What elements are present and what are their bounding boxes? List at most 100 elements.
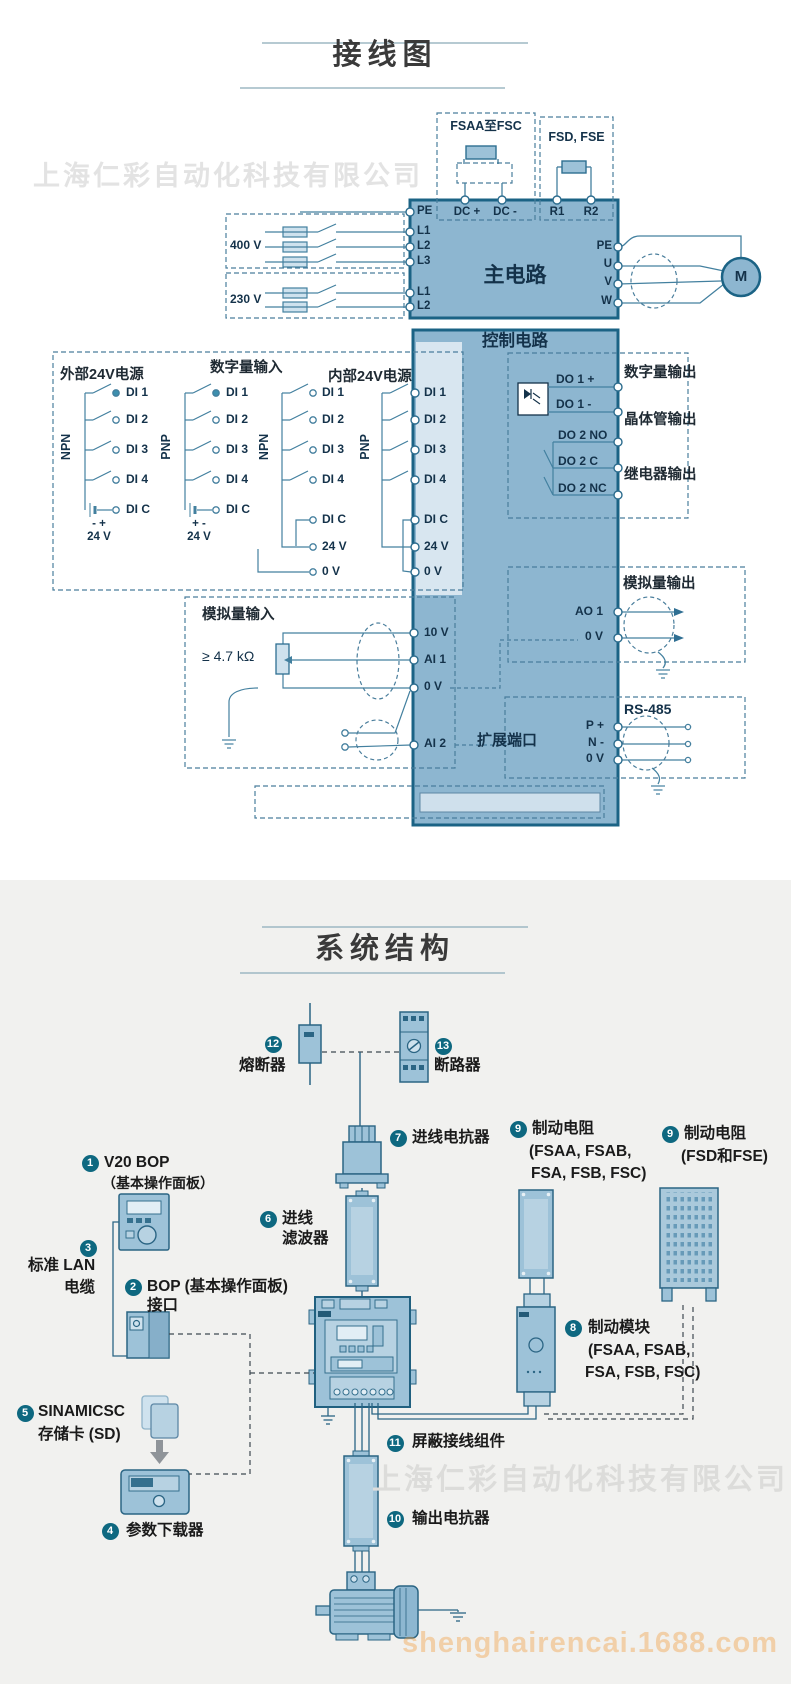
label-v20-bop-sub: （基本操作面板）	[102, 1175, 214, 1191]
do-wires	[543, 386, 614, 496]
row-400-l1	[265, 223, 406, 238]
ai-0v: 0 V	[424, 679, 443, 693]
parameter-loader-icon	[120, 1469, 190, 1515]
terminal-r2: R2	[583, 206, 599, 218]
di-terminal-strip	[416, 342, 462, 595]
output-wires-lower	[354, 1551, 370, 1572]
ao-wires	[618, 611, 674, 669]
expansion-slot-box	[254, 785, 605, 819]
badge-3: 3	[79, 1239, 97, 1257]
row-230-l1	[265, 284, 406, 299]
mode-npn-2: NPN	[257, 433, 272, 461]
header-internal-24v: 内部24V电源	[328, 369, 412, 385]
ai-wires	[228, 632, 412, 748]
label-bop-interface: BOP (基本操作面板)	[147, 1278, 288, 1295]
output-wires-upper	[354, 1403, 370, 1456]
ai-ground-symbol	[222, 739, 236, 749]
supply-400v-label: 400 V	[230, 238, 262, 252]
c1-di2: DI 2	[126, 412, 149, 426]
c3-di2: DI 2	[322, 412, 345, 426]
badge-8: 8	[564, 1319, 582, 1337]
wiring-diagram-canvas	[52, 42, 762, 827]
label-shield-kit: 屏蔽接线组件	[412, 1433, 506, 1450]
header-analog-output: 模拟量输出	[623, 576, 696, 592]
do2-nc: DO 2 NC	[558, 481, 607, 495]
strip-di4: DI 4	[424, 472, 447, 486]
strip-di3: DI 3	[424, 442, 447, 456]
di-col-pnp-ext	[184, 383, 212, 517]
mode-pnp-1: PNP	[159, 434, 174, 460]
label-output-reactor: 输出电抗器	[412, 1510, 490, 1527]
motor-symbol	[720, 256, 762, 298]
supply-fuse-switch-rows	[265, 223, 406, 313]
strip-di1: DI 1	[424, 385, 447, 399]
braking-option-boxes	[436, 112, 614, 221]
download-arrow-icon	[150, 1440, 169, 1464]
line-filter-icon	[345, 1190, 379, 1292]
v20-bop-icon	[118, 1193, 170, 1251]
expansion-port-label: 扩展端口	[477, 732, 538, 749]
ao-cable-shield	[623, 596, 675, 654]
do1-minus: DO 1 -	[556, 397, 592, 411]
wiring-title: 接线图	[332, 39, 438, 71]
terminal-pe-out: PE	[596, 240, 612, 252]
control-circuit-title: 控制电路	[482, 332, 548, 350]
ao-ao1: AO 1	[574, 604, 603, 618]
label-sd-card: SINAMICSC	[38, 1403, 125, 1420]
c1-polarity: - +	[92, 518, 106, 530]
do2-c: DO 2 C	[558, 454, 599, 468]
row-400-l3	[265, 253, 406, 268]
expansion-port-box	[504, 696, 746, 779]
di-col-npn-ext	[84, 383, 112, 517]
label-param-loader: 参数下载器	[126, 1522, 204, 1539]
ao0v-arrow	[674, 634, 684, 642]
label-braking-resistor-a-s2: FSA, FSB, FSC)	[531, 1165, 647, 1182]
terminal-l1: L1	[417, 225, 431, 237]
badge-13: 13	[434, 1037, 452, 1055]
output-reactor-icon	[343, 1450, 379, 1552]
braking-wiring	[371, 1303, 694, 1420]
strip-dic: DI C	[424, 512, 448, 526]
c2-di4: DI 4	[226, 472, 249, 486]
terminal-u: U	[603, 258, 612, 270]
optocoupler-symbol	[517, 382, 549, 416]
rs485-0v: 0 V	[585, 751, 604, 765]
row-400-l2	[265, 238, 406, 253]
label-fuse: 熔断器	[239, 1057, 286, 1074]
c3-di1: DI 1	[322, 385, 345, 399]
c1-di1: DI 1	[126, 385, 149, 399]
terminal-pe-top: PE	[417, 205, 433, 217]
badge-4: 4	[101, 1522, 119, 1540]
c3-di3: DI 3	[322, 442, 345, 456]
comm-dashed-links	[169, 1333, 314, 1475]
rs485-n: N -	[588, 735, 604, 749]
label-bop-interface-sub: 接口	[147, 1297, 179, 1314]
ai-ai2: AI 2	[424, 736, 447, 750]
c2-di2: DI 2	[226, 412, 249, 426]
mode-npn-1: NPN	[59, 433, 74, 461]
rs485-cable-shield	[622, 715, 670, 771]
rs485-p: P +	[585, 718, 604, 732]
label-breaker: 断路器	[434, 1057, 481, 1074]
label-braking-resistor-b-s1: (FSD和FSE)	[681, 1148, 768, 1165]
lan-cable-line	[112, 1221, 127, 1357]
pot-wiper-arrow	[284, 656, 292, 664]
label-braking-module-s1: (FSAA, FSAB,	[588, 1342, 691, 1359]
motor-ground-symbol	[418, 1609, 466, 1622]
motor-label: M	[734, 268, 748, 285]
c2-dic: DI C	[226, 502, 250, 516]
header-analog-input: 模拟量输入	[202, 607, 275, 623]
ai2-cable-shield	[355, 719, 399, 761]
c2-24v: 24 V	[187, 531, 211, 543]
ao-0v: 0 V	[584, 629, 603, 643]
terminal-circles	[405, 195, 623, 765]
motor-icon	[315, 1571, 419, 1641]
rs485-ground-symbol	[651, 785, 665, 795]
label-line-reactor: 进线电抗器	[412, 1129, 490, 1146]
label-line-filter: 进线	[282, 1210, 314, 1227]
terminal-l2b: L2	[417, 300, 431, 312]
badge-6: 6	[259, 1210, 277, 1228]
badge-10: 10	[386, 1510, 404, 1528]
ao-ground-symbol	[656, 669, 670, 679]
